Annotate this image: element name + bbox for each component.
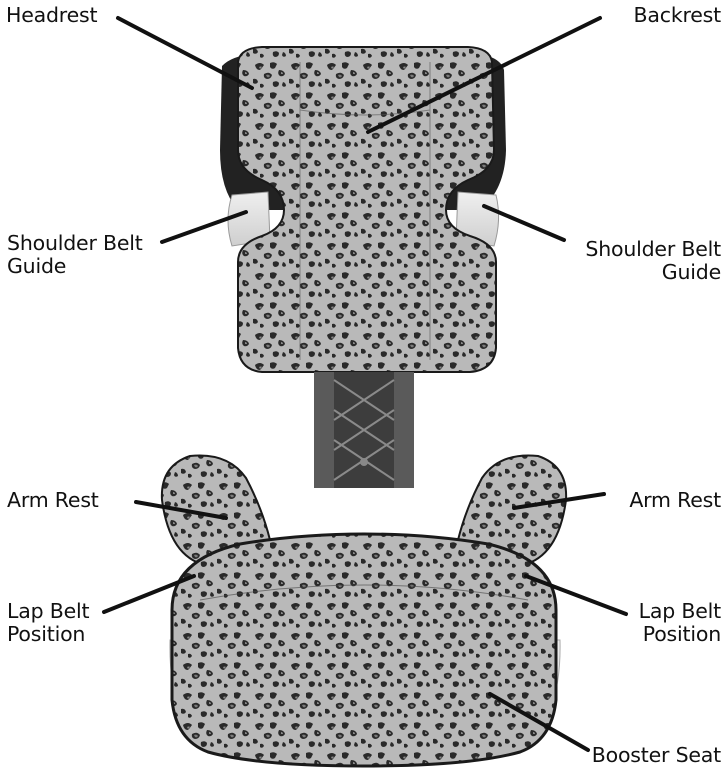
label-arm-rest-left: Arm Rest bbox=[7, 489, 99, 512]
label-shoulder-belt-guide-right: Shoulder Belt Guide bbox=[585, 238, 721, 284]
label-backrest: Backrest bbox=[634, 4, 721, 27]
label-lap-belt-position-left: Lap Belt Position bbox=[7, 600, 89, 646]
center-strap bbox=[314, 372, 414, 488]
label-headrest: Headrest bbox=[6, 4, 97, 27]
label-lap-belt-position-right-line1: Lap Belt bbox=[639, 600, 721, 623]
label-booster-seat: Booster Seat bbox=[592, 744, 721, 767]
label-shoulder-belt-guide-left: Shoulder Belt Guide bbox=[7, 232, 143, 278]
seat-cushion bbox=[172, 534, 556, 766]
label-lap-belt-position-left-line2: Position bbox=[7, 623, 89, 646]
label-shoulder-belt-guide-right-line2: Guide bbox=[585, 261, 721, 284]
label-lap-belt-position-left-line1: Lap Belt bbox=[7, 600, 89, 623]
label-lap-belt-position-right: Lap Belt Position bbox=[639, 600, 721, 646]
label-shoulder-belt-guide-right-line1: Shoulder Belt bbox=[585, 238, 721, 261]
label-arm-rest-right: Arm Rest bbox=[629, 489, 721, 512]
label-shoulder-belt-guide-left-line2: Guide bbox=[7, 255, 143, 278]
label-lap-belt-position-right-line2: Position bbox=[639, 623, 721, 646]
leader-headrest bbox=[118, 18, 252, 88]
label-shoulder-belt-guide-left-line1: Shoulder Belt bbox=[7, 232, 143, 255]
